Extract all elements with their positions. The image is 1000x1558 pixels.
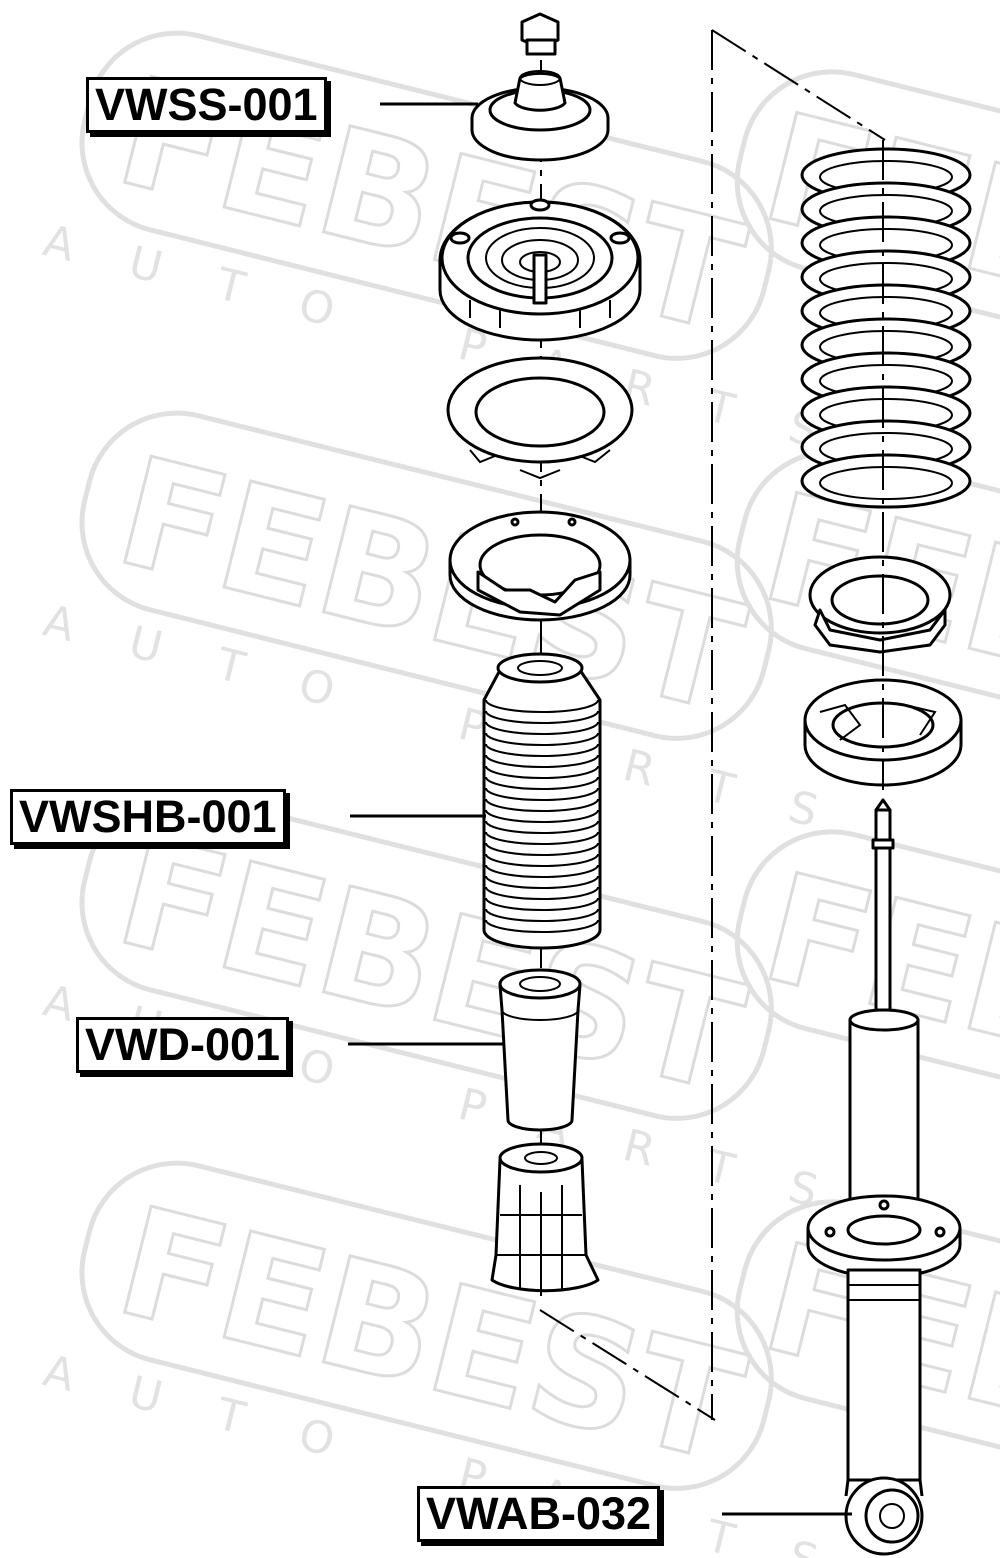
boot-rib: [485, 787, 599, 801]
dust-boot: [482, 652, 602, 950]
boot-rib: [485, 765, 599, 779]
boot-rib: [485, 798, 599, 812]
dust-boot-ribs: [485, 699, 599, 933]
boot-rib: [485, 908, 599, 922]
top-mount-bearing: [470, 70, 610, 162]
boot-rib: [485, 864, 599, 878]
spring-coil-inner: [819, 466, 953, 500]
lower-buffer: [490, 1142, 600, 1296]
boot-rib: [485, 842, 599, 856]
boot-rib: [485, 809, 599, 823]
boot-rib: [485, 919, 599, 933]
label-vwshb-001: VWSHB-001: [10, 789, 286, 845]
bump-stop: [498, 968, 582, 1132]
boot-rib: [485, 754, 599, 768]
boot-rib: [485, 743, 599, 757]
boot-rib: [485, 776, 599, 790]
boot-rib: [485, 897, 599, 911]
label-vwab-032: VWAB-032: [417, 1486, 661, 1542]
leader-lines: [348, 102, 852, 1516]
top-nut: [520, 12, 560, 56]
boot-rib: [485, 831, 599, 845]
coil-spring: [800, 147, 972, 509]
boot-rib: [485, 886, 599, 900]
boot-rib: [485, 721, 599, 735]
boot-rib: [485, 699, 599, 713]
spring-seat-upper-right: [808, 555, 952, 654]
label-vwd-001: VWD-001: [76, 1017, 290, 1073]
spring-pad: [448, 510, 632, 622]
spring-coil: [800, 453, 972, 509]
boot-rib: [485, 710, 599, 724]
upper-mount-plate: [438, 198, 642, 342]
boot-rib: [485, 875, 599, 889]
shock-absorber: [806, 798, 962, 1556]
upper-spring-seat: [446, 356, 634, 480]
label-vwss-001: VWSS-001: [86, 77, 327, 133]
boot-rib: [485, 853, 599, 867]
boot-rib: [485, 732, 599, 746]
boot-rib: [485, 820, 599, 834]
